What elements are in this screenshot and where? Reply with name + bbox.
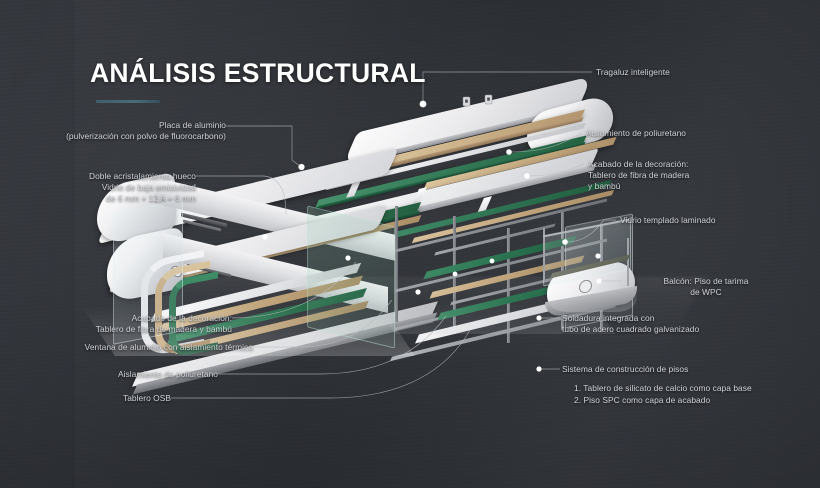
dot-aluminum-plate (298, 163, 305, 171)
callout-label-aluminum-window: Ventana de aluminio con aislamiento térm… (84, 342, 253, 352)
dot-welding (536, 315, 542, 321)
callout-label-polyurethane-right: Aislamiento de poliuretano (586, 128, 687, 138)
dot-skylight (419, 100, 427, 108)
callout-label-smart-skylight: Tragaluz inteligente (596, 67, 670, 77)
leader-skylight (422, 71, 592, 104)
dot-floor-system (536, 366, 542, 372)
callout-label-laminated-glass: Vidrio templado laminado (620, 215, 716, 225)
callout-label-aluminum-plate: Placa de aluminio (pulverización con pol… (66, 120, 226, 142)
steel-frame-post-2 (507, 228, 511, 343)
callout-label-polyurethane-left: Aislamiento de poliuretano (117, 369, 218, 379)
dot-model-d (452, 271, 458, 277)
steel-frame-post-5 (395, 206, 398, 322)
leader-aluminum-window (253, 299, 393, 348)
page-title: ANÁLISIS ESTRUCTURAL (90, 58, 426, 88)
callout-label-welding: Soldadura integrada con tubo de acero cu… (562, 313, 700, 335)
skylight-unit-2-core (487, 97, 490, 101)
dot-decor-right (524, 173, 530, 179)
leader-polyurethane-right (509, 132, 583, 153)
dot-polyurethane-right (506, 149, 512, 155)
dot-model-b (345, 255, 351, 261)
title-accent-rule (96, 100, 160, 103)
dot-model-a (262, 234, 268, 240)
dot-model-f (595, 253, 601, 259)
callout-label-floor-system-item2: 2. Piso SPC como capa de acabado (574, 395, 711, 405)
dot-laminated-glass (562, 239, 568, 245)
leader-osb (171, 329, 471, 399)
dot-model-e (489, 258, 495, 264)
leader-double-glazing-curve (261, 175, 287, 215)
callout-label-osb-board: Tablero OSB (122, 393, 171, 403)
callout-label-floor-system-title: Sistema de construcción de pisos (562, 364, 689, 374)
skylight-unit-1-core (465, 99, 468, 103)
callout-label-double-glazing: Doble acristalamiento hueco Vidrio de ba… (88, 171, 196, 204)
leader-decor-left (231, 261, 357, 319)
balcony-railing-post-l (543, 228, 546, 280)
callout-label-decor-finish-left: Acabado de la decoración: Tablero de fib… (95, 313, 232, 335)
dot-balcony (596, 278, 602, 284)
leader-laminated-glass (565, 219, 605, 243)
dot-model-c (415, 289, 421, 295)
callout-label-floor-system-item1: 1. Tablero de silicato de calcio como ca… (574, 383, 752, 393)
balcony-railing-post-r (627, 238, 630, 286)
callout-label-balcony: Balcón: Piso de tarima de WPC (663, 276, 749, 298)
leader-decor-right (527, 163, 585, 177)
leader-polyurethane-left (218, 315, 447, 375)
leader-aluminum-plate (226, 125, 301, 167)
callout-label-decor-finish-right: Acabado de la decoración: Tablero de fib… (588, 159, 690, 192)
